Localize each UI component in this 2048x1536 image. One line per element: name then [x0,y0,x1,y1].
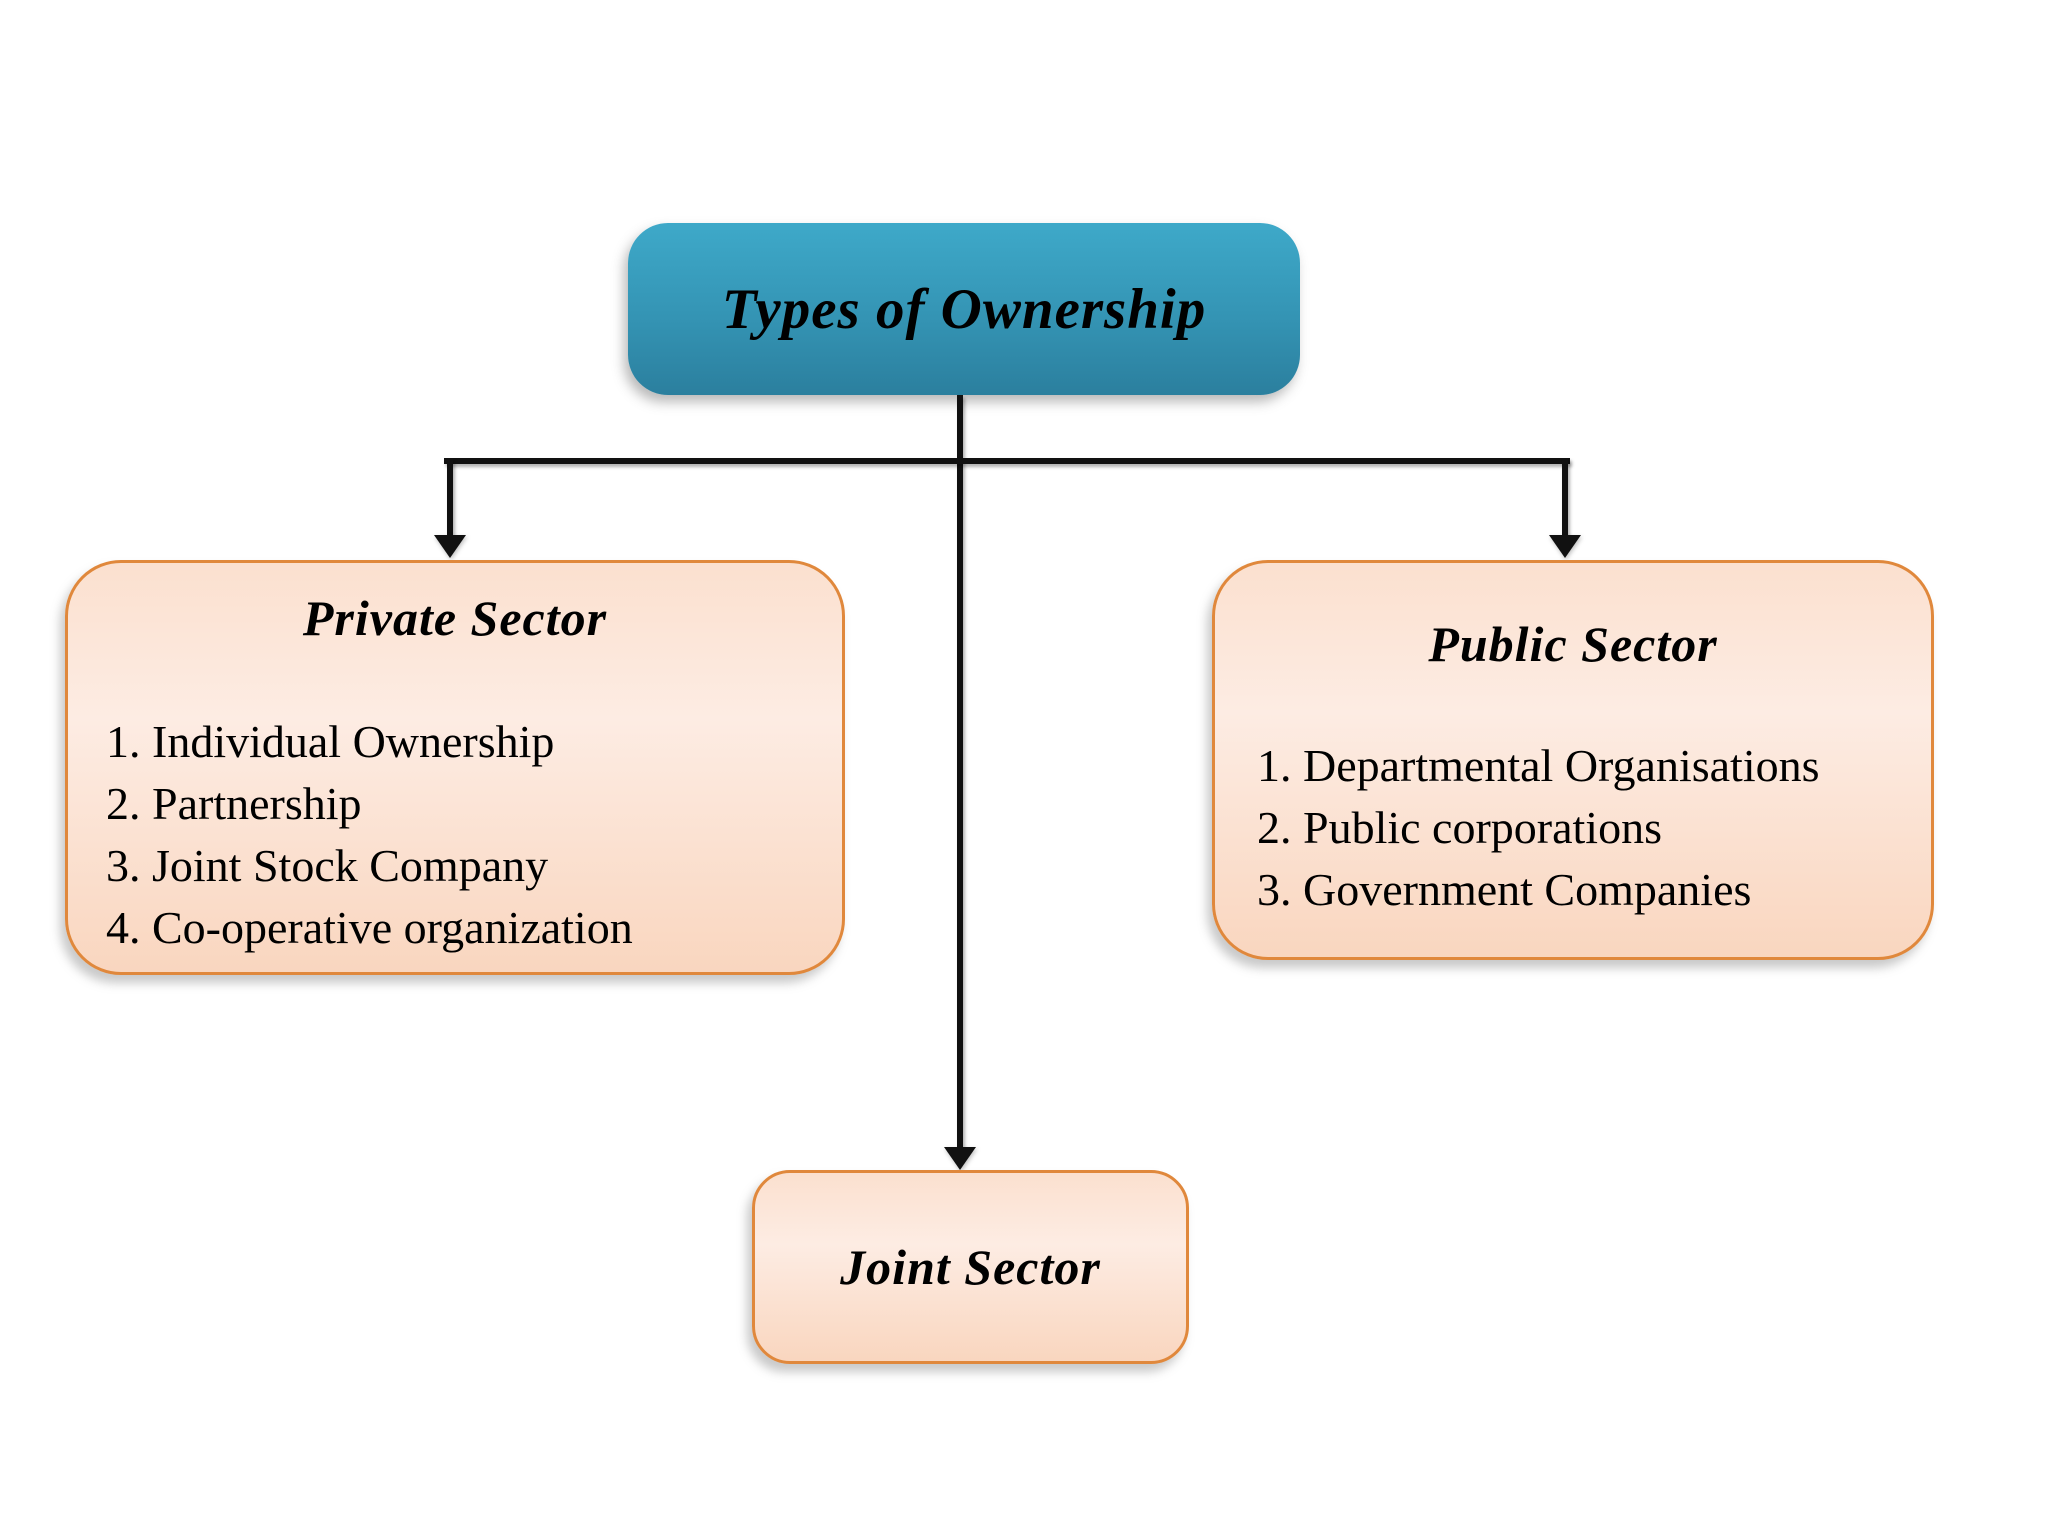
public-sector-list: 1. Departmental Organisations 2. Public … [1215,735,1931,921]
joint-sector-title: Joint Sector [840,1239,1101,1295]
private-sector-list: 1. Individual Ownership 2. Partnership 3… [68,711,842,959]
connector-branch-left-line [447,458,453,540]
private-sector-title: Private Sector [302,590,608,646]
node-joint-sector: Joint Sector [752,1170,1189,1364]
list-item: 2. Public corporations [1257,802,1662,853]
list-item: 3. Joint Stock Company [106,840,549,891]
list-item: 1. Departmental Organisations [1257,740,1820,791]
arrowhead-to-joint-icon [944,1147,976,1170]
list-item: 3. Government Companies [1257,864,1752,915]
list-item: 1. Individual Ownership [106,716,555,767]
list-item: 4. Co-operative organization [106,902,633,953]
connector-branch-horizontal-line [444,458,1570,464]
root-node-label: Types of Ownership [721,277,1207,341]
public-sector-title: Public Sector [1428,616,1718,672]
node-private-sector: Private Sector 1. Individual Ownership 2… [65,560,845,975]
node-public-sector: Public Sector 1. Departmental Organisati… [1212,560,1934,960]
arrowhead-to-private-icon [434,535,466,558]
arrowhead-to-public-icon [1549,535,1581,558]
root-node-types-of-ownership: Types of Ownership [628,223,1300,395]
list-item: 2. Partnership [106,778,362,829]
connector-root-to-joint-line [957,395,963,1152]
connector-branch-right-line [1562,458,1568,540]
